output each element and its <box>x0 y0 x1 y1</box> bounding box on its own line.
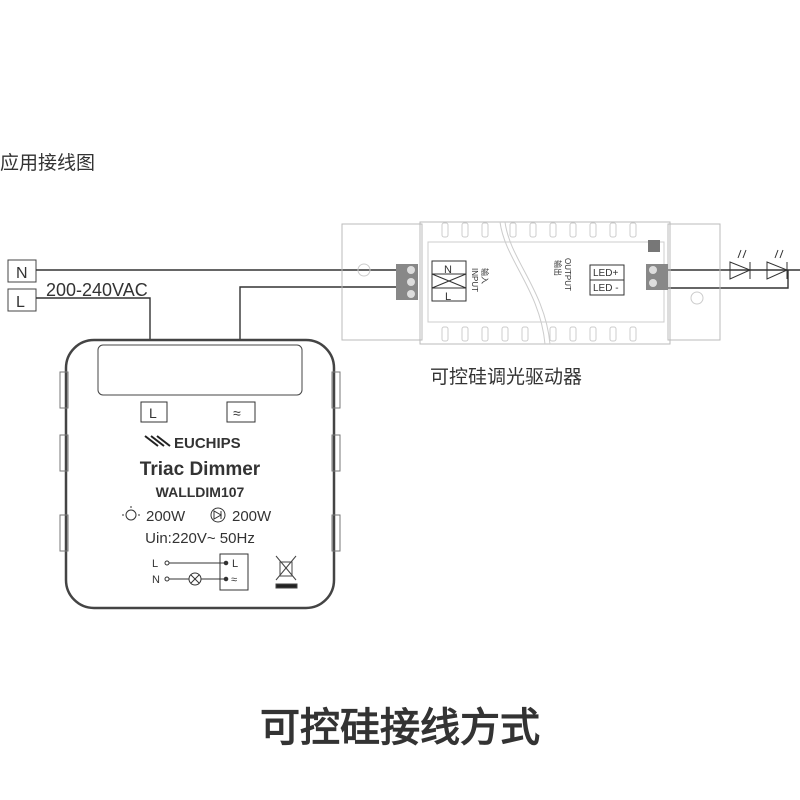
schematic-out-dim: ≈ <box>231 574 237 586</box>
section-title: 应用接线图 <box>0 152 95 174</box>
mains-terminals: N L 200-240VAC <box>7 259 148 312</box>
schematic-out-l: L <box>232 558 238 570</box>
load-led: 200W <box>232 508 272 525</box>
driver-caption: 可控硅调光驱动器 <box>430 366 582 388</box>
triac-led-driver: N L INPUT 输入 输出 OUTPUT LED+ LED - 可控硅调光驱… <box>341 221 721 388</box>
dip-switch-icon <box>648 240 660 252</box>
bulb-icon <box>122 506 140 521</box>
bottom-title: 可控硅接线方式 <box>260 705 540 751</box>
wiring-schematic <box>164 553 249 591</box>
led-icon <box>766 249 789 280</box>
driver-output-label-cn: 输出 <box>553 260 563 276</box>
dimmer-terminal-l-label: L <box>149 405 157 421</box>
schematic-l: L <box>152 558 158 570</box>
dimmer-terminal-l <box>140 401 168 423</box>
euchips-logo-icon <box>144 435 171 447</box>
triac-dimmer: L ≈ EUCHIPS Triac Dimmer WALLDIM107 200W… <box>59 338 341 610</box>
driver-input-box <box>431 260 467 302</box>
product-name: Triac Dimmer <box>140 459 261 480</box>
brand: EUCHIPS <box>174 435 241 452</box>
dimmer-terminal-dim-label: ≈ <box>233 405 241 421</box>
led-icon <box>729 249 752 280</box>
driver-output-label: OUTPUT <box>563 258 572 291</box>
mains-n-box <box>7 259 37 283</box>
mains-l-label: L <box>16 294 25 311</box>
driver-led-minus: LED - <box>593 283 619 294</box>
mains-l-box <box>7 288 37 312</box>
driver-led-plus: LED+ <box>593 268 618 279</box>
weee-bin-icon <box>275 555 298 589</box>
schematic-n: N <box>152 574 160 586</box>
driver-input-label: INPUT <box>470 268 479 292</box>
wire-led-minus <box>665 270 789 289</box>
mains-voltage: 200-240VAC <box>46 280 148 300</box>
input-terminal-block <box>396 264 418 300</box>
driver-input-l: L <box>445 291 451 303</box>
output-terminal-block <box>646 264 668 290</box>
load-incandescent: 200W <box>146 508 186 525</box>
model-number: WALLDIM107 <box>156 484 245 500</box>
driver-input-n: N <box>444 264 452 276</box>
driver-input-label-cn: 输入 <box>480 268 490 284</box>
dimmer-terminal-dim <box>226 401 256 423</box>
input-rating: Uin:220V~ 50Hz <box>145 530 255 547</box>
mains-n-label: N <box>16 265 28 282</box>
led-load-icon <box>210 507 226 523</box>
